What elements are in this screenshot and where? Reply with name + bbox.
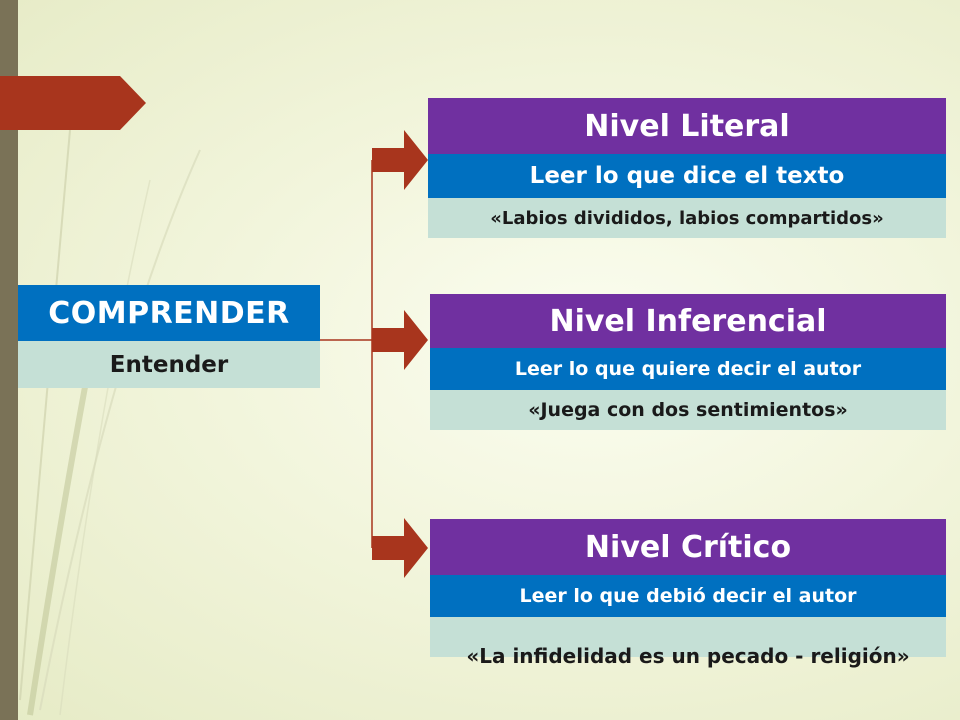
level-example-critico-background — [430, 617, 946, 657]
arrow-inferencial — [372, 310, 428, 370]
level-example-inferencial: «Juega con dos sentimientos» — [430, 390, 946, 430]
side-bar — [0, 0, 18, 720]
level-description-literal: Leer lo que dice el texto — [428, 154, 946, 198]
level-description-inferencial: Leer lo que quiere decir el autor — [430, 348, 946, 390]
comprender-title: COMPRENDER — [18, 285, 320, 341]
comprender-subtitle: Entender — [18, 341, 320, 388]
level-title-literal: Nivel Literal — [428, 98, 946, 154]
level-title-inferencial: Nivel Inferencial — [430, 294, 946, 348]
level-example-literal: «Labios divididos, labios compartidos» — [428, 198, 946, 238]
arrow-literal — [372, 130, 428, 190]
level-description-critico: Leer lo que debió decir el autor — [430, 575, 946, 617]
arrow-critico — [372, 518, 428, 578]
level-title-critico: Nivel Crítico — [430, 519, 946, 575]
level-example-critico: «La infidelidad es un pecado - religión» — [466, 644, 910, 668]
slide-tab-marker — [0, 76, 146, 130]
